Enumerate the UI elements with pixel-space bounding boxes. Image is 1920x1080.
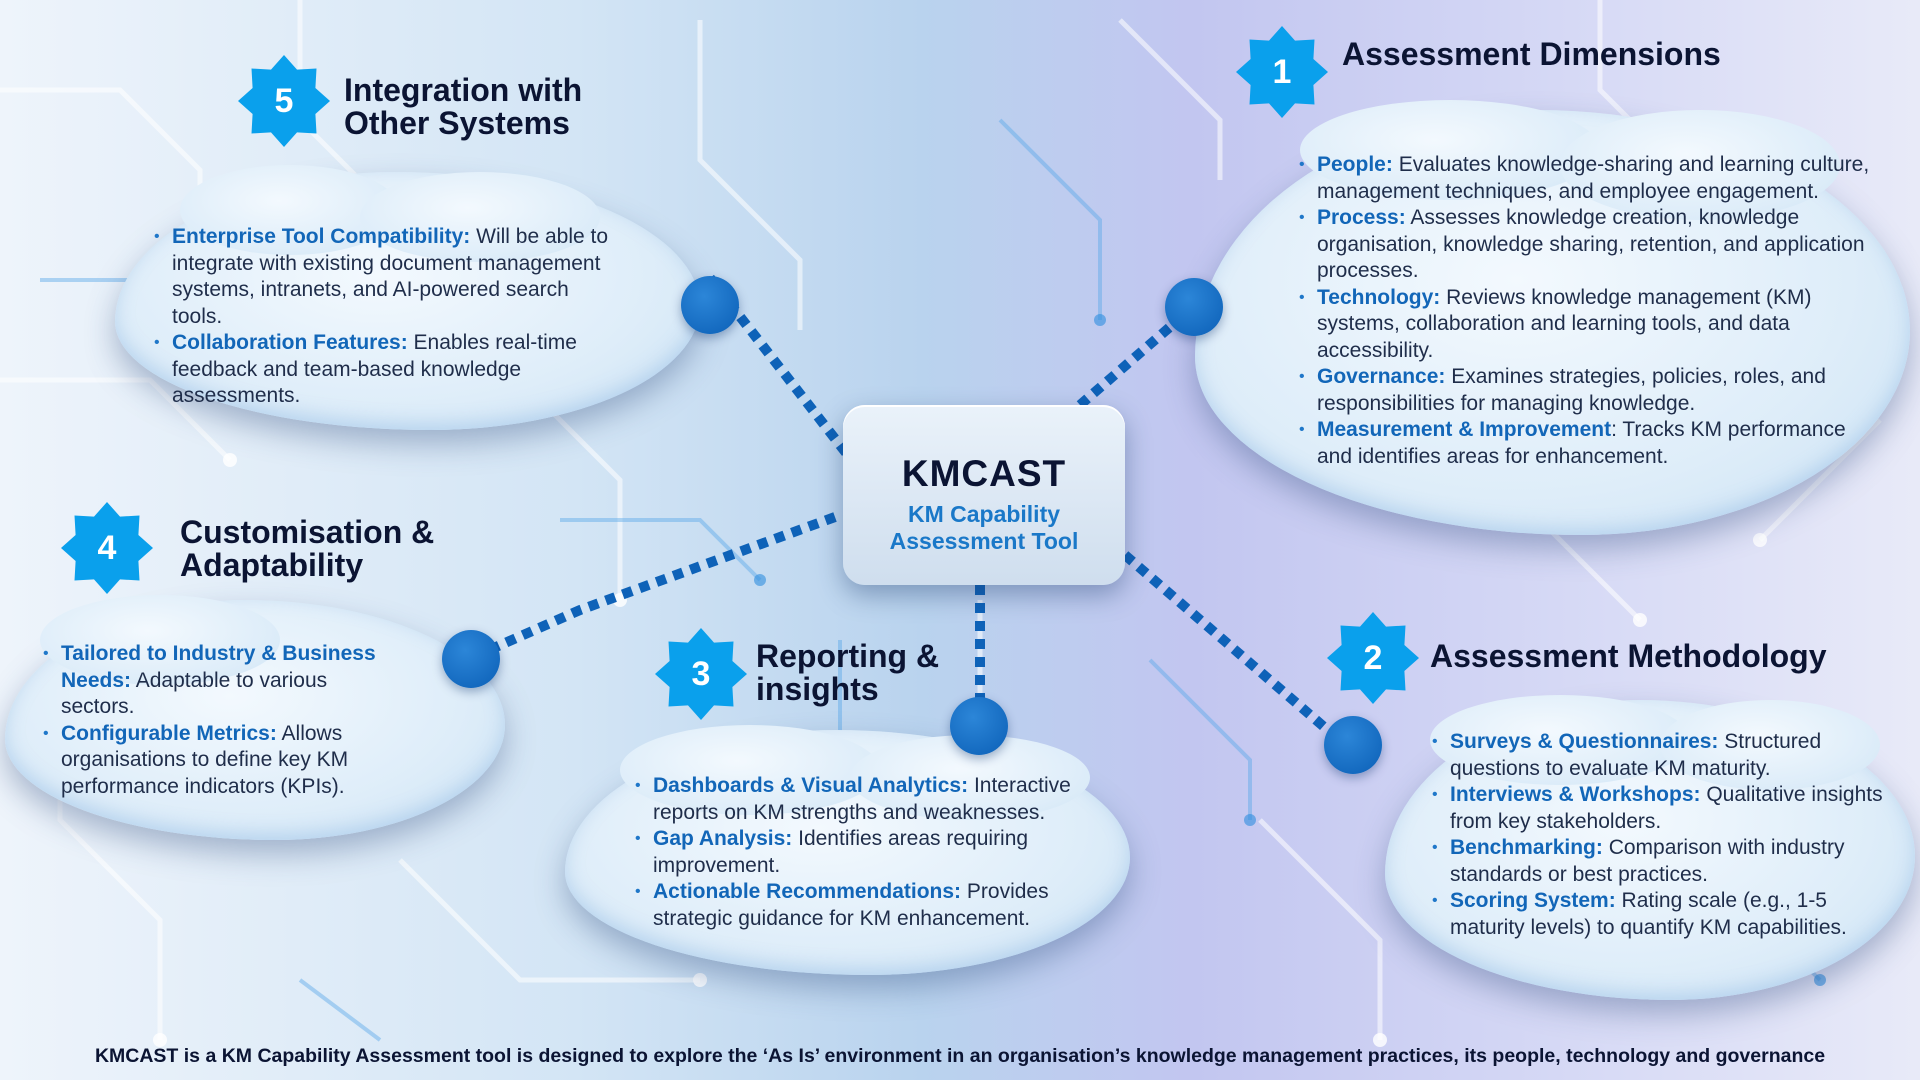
item-text: : Tracks KM performance and identifies a…: [1317, 418, 1846, 468]
center-title: KMCAST: [901, 453, 1067, 494]
list-item: Scoring System: Rating scale (e.g., 1-5 …: [1432, 888, 1900, 941]
heading-s4: Customisation & Adaptability: [180, 516, 434, 582]
node-s5: [681, 276, 739, 334]
item-term: Enterprise Tool Compatibility:: [172, 225, 471, 248]
list-item: Process: Assesses knowledge creation, kn…: [1299, 205, 1872, 285]
footer-caption: KMCAST is a KM Capability Assessment too…: [94, 1045, 1826, 1067]
heading-line: Adaptability: [180, 547, 364, 583]
list-item: Configurable Metrics: Allows organisatio…: [43, 721, 401, 801]
item-term: Measurement & Improvement: [1317, 418, 1612, 441]
node-s1: [1165, 278, 1223, 336]
item-text: Qualitative insights from key stakeholde…: [1450, 783, 1883, 833]
list-item: Enterprise Tool Compatibility: Will be a…: [154, 224, 622, 330]
list-s4: Tailored to Industry & Business Needs: A…: [41, 641, 401, 800]
list-item: Gap Analysis: Identifies areas requiring…: [635, 826, 1093, 879]
connector-s2: [1121, 551, 1349, 749]
item-text: Interactive reports on KM strengths and …: [653, 774, 1071, 824]
list-item: Tailored to Industry & Business Needs: A…: [43, 641, 401, 721]
badge-number: 2: [1363, 638, 1383, 677]
list-item: Benchmarking: Comparison with industry s…: [1432, 835, 1900, 888]
star-badge-icon: [1236, 26, 1328, 118]
item-text: Rating scale (e.g., 1-5 maturity levels)…: [1450, 889, 1847, 939]
item-text: Enables real-time feedback and team-base…: [172, 331, 577, 407]
heading-line: Other Systems: [344, 105, 570, 141]
item-term: Dashboards & Visual Analytics:: [653, 774, 969, 797]
item-text: Structured questions to evaluate KM matu…: [1450, 730, 1822, 780]
item-term: Collaboration Features:: [172, 331, 408, 354]
heading-line: insights: [756, 671, 879, 707]
item-term: Scoring System:: [1450, 889, 1616, 912]
item-text: Reviews knowledge management (KM) system…: [1317, 285, 1812, 362]
list-item: Governance: Examines strategies, policie…: [1299, 364, 1872, 417]
heading-s1: Assessment Dimensions: [1342, 38, 1721, 71]
heading-line: Customisation &: [180, 514, 435, 550]
item-term: Governance:: [1317, 365, 1446, 388]
item-term: Process:: [1317, 206, 1406, 229]
item-text: Assesses knowledge creation, knowledge o…: [1317, 206, 1865, 282]
list-item: Measurement & Improvement: Tracks KM per…: [1299, 417, 1872, 470]
badge-s2: 2: [1325, 610, 1421, 706]
center-subtitle-line2: Assessment Tool: [889, 528, 1079, 554]
badge-s4: 4: [59, 500, 155, 596]
item-term: Configurable Metrics:: [61, 721, 277, 745]
center-subtitle-line1: KM Capability: [907, 501, 1061, 527]
star-badge-icon: [1327, 612, 1419, 704]
item-text: Will be able to integrate with existing …: [172, 225, 609, 328]
badge-number: 5: [274, 81, 294, 120]
node-s2: [1324, 716, 1382, 774]
item-term: Benchmarking:: [1450, 836, 1603, 859]
item-term: Surveys & Questionnaires:: [1450, 730, 1719, 753]
list-s5: Enterprise Tool Compatibility: Will be a…: [152, 224, 622, 410]
item-term: People:: [1317, 153, 1393, 176]
list-s2: Surveys & Questionnaires: Structured que…: [1430, 729, 1900, 941]
list-item: Technology: Reviews knowledge management…: [1299, 285, 1872, 365]
item-text: Allows organisations to define key KM pe…: [61, 721, 349, 798]
star-badge-icon: [238, 55, 330, 147]
star-badge-icon: [655, 628, 747, 720]
heading-s5: Integration with Other Systems: [344, 74, 582, 140]
star-badge-icon: [61, 502, 153, 594]
list-item: Collaboration Features: Enables real-tim…: [154, 330, 622, 410]
heading-line: Assessment Dimensions: [1342, 36, 1721, 72]
list-s1: People: Evaluates knowledge-sharing and …: [1297, 152, 1872, 470]
node-s4: [442, 630, 500, 688]
badge-s3: 3: [653, 626, 749, 722]
list-item: Dashboards & Visual Analytics: Interacti…: [635, 773, 1093, 826]
badge-s5: 5: [236, 53, 332, 149]
center-box: KMCAST KM Capability Assessment Tool: [843, 405, 1125, 585]
badge-number: 3: [691, 654, 711, 693]
heading-s3: Reporting & insights: [756, 640, 939, 706]
connector-s4: [468, 512, 837, 663]
node-s3: [950, 697, 1008, 755]
list-item: Surveys & Questionnaires: Structured que…: [1432, 729, 1900, 782]
item-text: Comparison with industry standards or be…: [1450, 836, 1845, 886]
item-text: Provides strategic guidance for KM enhan…: [653, 880, 1049, 930]
item-text: Adaptable to various sectors.: [61, 668, 328, 719]
heading-s2: Assessment Methodology: [1430, 640, 1827, 673]
item-term: Tailored to Industry & Business Needs:: [61, 642, 376, 692]
list-item: Actionable Recommendations: Provides str…: [635, 879, 1093, 932]
badge-number: 4: [97, 528, 117, 567]
connector-s1: [1076, 303, 1197, 409]
item-text: Evaluates knowledge-sharing and learning…: [1317, 153, 1870, 203]
item-text: Identifies areas requiring improvement.: [653, 827, 1029, 877]
list-item: People: Evaluates knowledge-sharing and …: [1299, 152, 1872, 205]
item-term: Technology:: [1317, 285, 1441, 309]
list-item: Interviews & Workshops: Qualitative insi…: [1432, 782, 1900, 835]
badge-s1: 1: [1234, 24, 1330, 120]
heading-line: Integration with: [344, 72, 583, 108]
item-term: Interviews & Workshops:: [1450, 783, 1701, 806]
heading-line: Assessment Methodology: [1430, 638, 1827, 674]
item-term: Actionable Recommendations:: [653, 880, 962, 903]
item-text: Examines strategies, policies, roles, an…: [1317, 365, 1826, 415]
badge-number: 1: [1272, 52, 1292, 91]
list-s3: Dashboards & Visual Analytics: Interacti…: [633, 773, 1093, 932]
heading-line: Reporting &: [756, 638, 940, 674]
item-term: Gap Analysis:: [653, 827, 793, 850]
